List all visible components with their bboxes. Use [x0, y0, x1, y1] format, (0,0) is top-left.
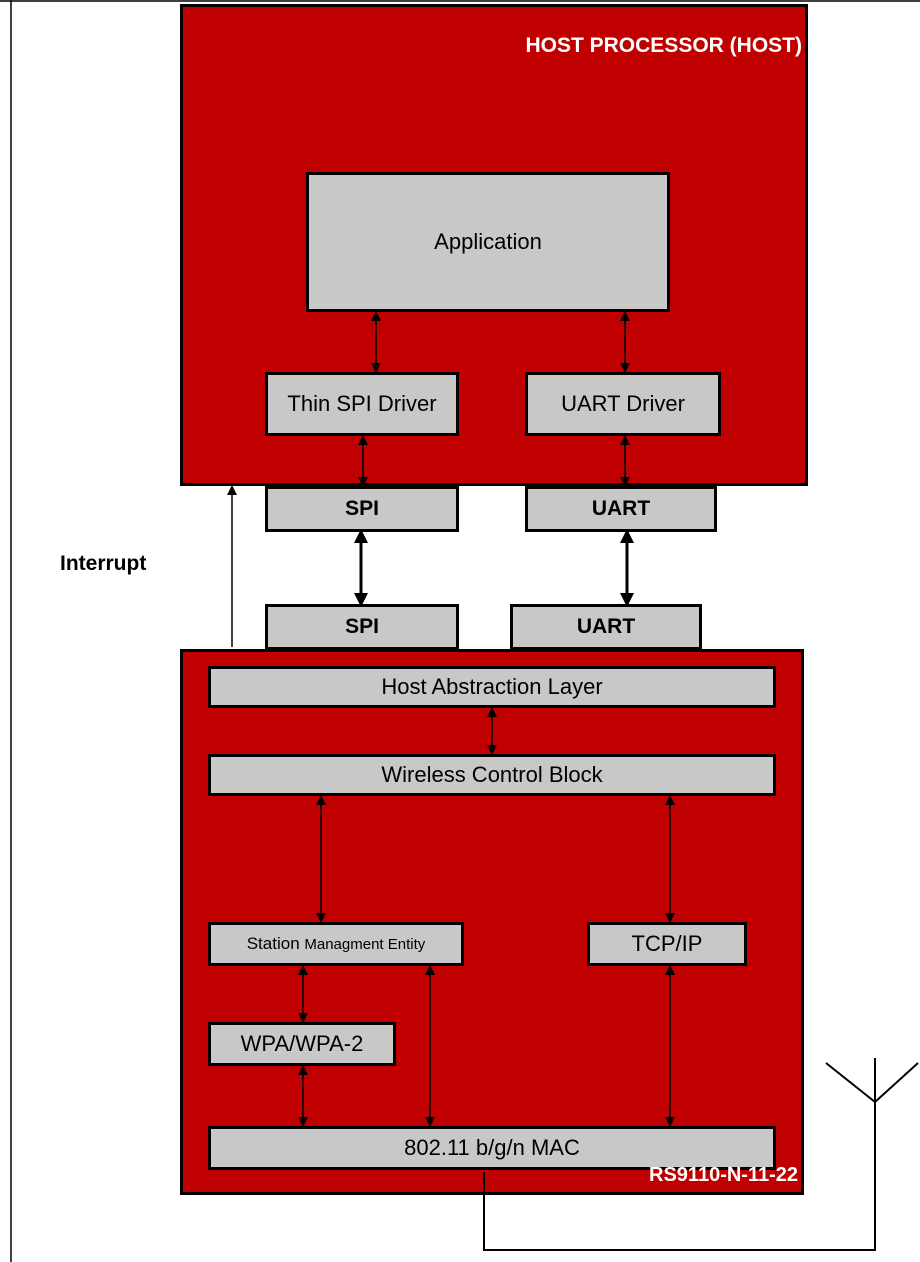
station-management-prefix: Station [246, 934, 305, 953]
antenna-feed-line [483, 1100, 876, 1251]
host-processor-title: HOST PROCESSOR (HOST) [525, 34, 802, 57]
station-management-entity-block: Station Managment Entity [208, 922, 464, 966]
host-uart-port: UART [525, 486, 717, 532]
host-abstraction-layer-block: Host Abstraction Layer [208, 666, 776, 708]
uart-driver-block: UART Driver [525, 372, 721, 436]
module-uart-port: UART [510, 604, 702, 650]
wireless-control-block: Wireless Control Block [208, 754, 776, 796]
station-management-suffix: Managment Entity [304, 935, 426, 953]
antenna-icon [825, 1058, 919, 1103]
host-spi-port: SPI [265, 486, 459, 532]
module-name-label: RS9110-N-11-22 [649, 1164, 798, 1186]
thin-spi-driver-block: Thin SPI Driver [265, 372, 459, 436]
mac-block: 802.11 b/g/n MAC [208, 1126, 776, 1170]
application-block: Application [306, 172, 670, 312]
tcp-ip-block: TCP/IP [587, 922, 747, 966]
interrupt-label: Interrupt [60, 552, 147, 575]
wpa-block: WPA/WPA-2 [208, 1022, 396, 1066]
